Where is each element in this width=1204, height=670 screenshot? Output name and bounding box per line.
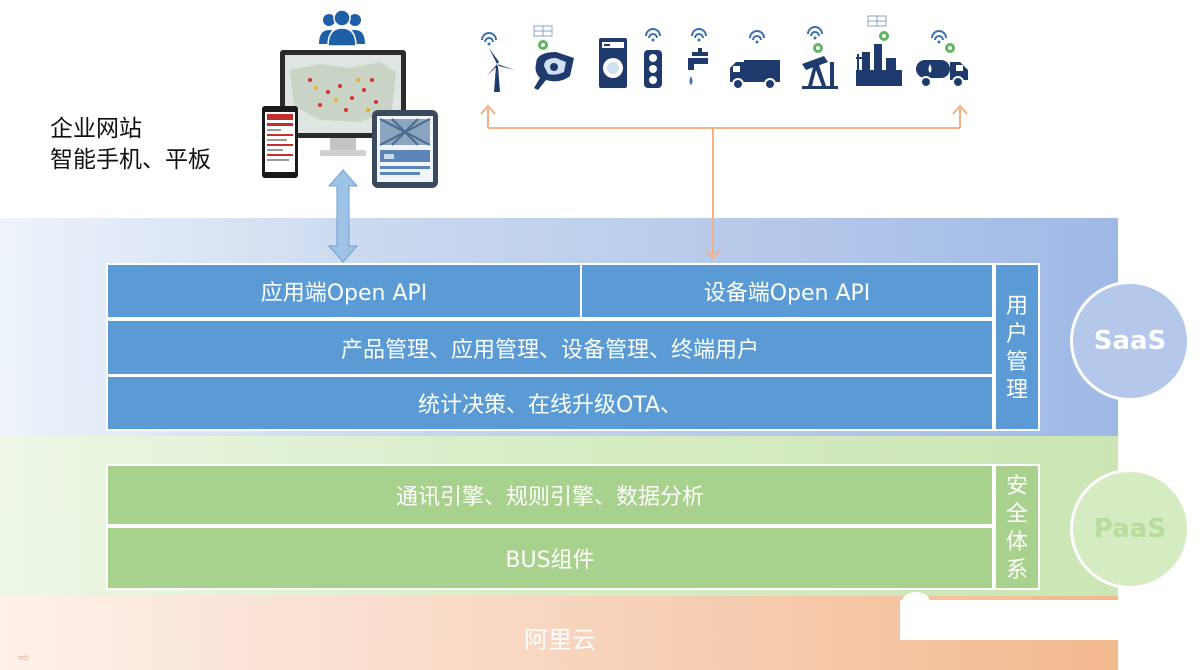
nav-arrow-icon[interactable]: ⇨	[18, 650, 30, 666]
traffic-light-icon	[640, 28, 666, 92]
wind-turbine-icon	[473, 30, 519, 94]
stats-ota-box: 统计决策、在线升级OTA、	[106, 375, 994, 431]
user-management-char: 管	[1005, 350, 1028, 375]
truck-icon	[728, 30, 784, 92]
security-system-char: 系	[1005, 558, 1028, 583]
security-system-char: 体	[1005, 530, 1028, 555]
desktop-monitor-icon	[280, 50, 406, 162]
bus-component-box: BUS组件	[106, 526, 994, 590]
client-label-line1: 企业网站	[50, 116, 142, 142]
user-management-char: 理	[1005, 378, 1028, 403]
client-api-double-arrow	[326, 168, 360, 264]
washing-machine-icon	[598, 36, 628, 90]
device-api-arrows	[476, 100, 972, 264]
security-system-char: 安	[1005, 474, 1028, 499]
white-patch	[900, 600, 1165, 640]
security-camera-icon	[530, 24, 582, 96]
paas-circle: PaaS	[1070, 469, 1190, 589]
cloud-label: 阿里云	[524, 626, 596, 654]
app-open-api-box: 应用端Open API	[106, 263, 582, 319]
users-icon	[316, 8, 368, 46]
tablet-icon	[372, 110, 438, 188]
user-management-char: 户	[1005, 322, 1028, 347]
water-faucet-icon	[684, 28, 714, 94]
client-label: 企业网站 智能手机、平板	[50, 114, 211, 176]
saas-circle: SaaS	[1070, 281, 1190, 401]
engines-box: 通讯引擎、规则引擎、数据分析	[106, 464, 994, 526]
security-system-char: 全	[1005, 502, 1028, 527]
device-open-api-box: 设备端Open API	[580, 263, 994, 319]
factory-icon	[854, 14, 904, 90]
oil-pump-icon	[800, 26, 840, 90]
user-management-sidebar: 用 户 管 理	[994, 263, 1040, 431]
user-management-char: 用	[1005, 294, 1028, 319]
smartphone-icon	[262, 106, 298, 178]
tanker-truck-icon	[914, 30, 970, 90]
client-label-line2: 智能手机、平板	[50, 147, 211, 173]
security-system-sidebar: 安 全 体 系	[994, 464, 1040, 590]
management-box: 产品管理、应用管理、设备管理、终端用户	[106, 319, 994, 376]
